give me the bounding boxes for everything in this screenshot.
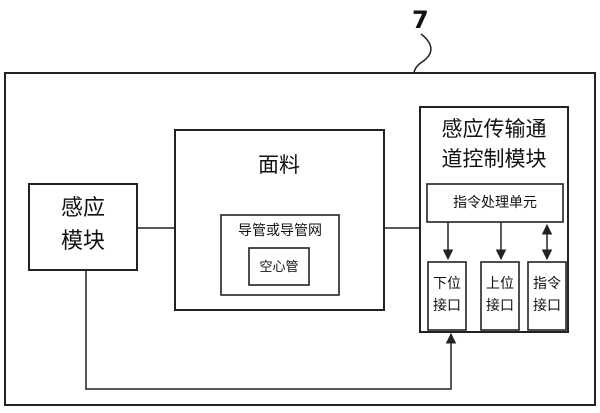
instruction-interface-label-line2: 接口 <box>533 297 561 314</box>
instruction-interface-label-line1: 指令 <box>533 276 561 292</box>
instruction-interface-box <box>527 261 567 331</box>
instruction-processing-unit-label: 指令处理单元 <box>453 195 537 211</box>
hollow-tube-box <box>248 247 310 286</box>
control-module-label-line2: 道控制模块 <box>442 147 547 171</box>
instruction-processing-unit-box <box>426 183 564 223</box>
reference-number: 7 <box>412 6 429 34</box>
upper-interface-label-line1: 上位 <box>486 276 514 292</box>
hollow-tube-label: 空心管 <box>259 260 298 275</box>
lower-interface-label-line1: 下位 <box>433 276 461 292</box>
lower-interface-label-line2: 接口 <box>433 297 461 314</box>
feedback-path-sensing-to-lower-interface <box>85 270 457 390</box>
sensing-module-label-line1: 感应 <box>61 196 105 221</box>
control-module-label-line1: 感应传输通 <box>442 117 547 141</box>
sensing-module-label-line2: 模块 <box>61 229 105 254</box>
lower-interface-box <box>427 261 467 331</box>
upper-interface-label-line2: 接口 <box>486 297 514 314</box>
sensing-module-box <box>28 183 138 271</box>
upper-interface-box <box>480 261 520 331</box>
conduit-label: 导管或导管网 <box>238 223 322 239</box>
fabric-label: 面料 <box>258 153 300 177</box>
